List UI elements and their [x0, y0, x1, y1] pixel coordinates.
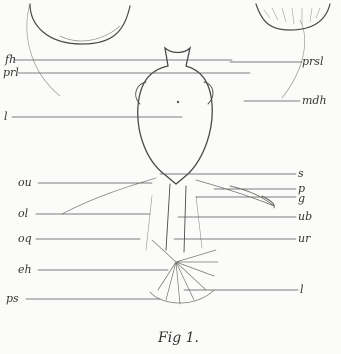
label-g: g — [298, 192, 305, 205]
label-fh: fh — [4, 53, 16, 66]
label-l-upper: l — [4, 110, 8, 123]
label-prl: prl — [3, 66, 19, 79]
label-ub: ub — [298, 210, 312, 223]
tail-inner-right — [196, 196, 202, 248]
label-ou: ou — [18, 176, 32, 189]
left-head-lobe — [30, 4, 130, 44]
label-mdh: mdh — [302, 94, 327, 107]
tail-fan-rim — [150, 290, 214, 303]
label-ps: ps — [6, 292, 19, 305]
central-dot — [177, 101, 179, 103]
left-head-lobe-inner — [60, 26, 120, 41]
tail-fan — [152, 240, 218, 304]
tail-stalk — [166, 184, 186, 252]
central-body — [138, 48, 213, 184]
label-ur: ur — [298, 232, 311, 245]
left-shoulder — [136, 82, 146, 104]
right-lobe-shading — [264, 8, 320, 24]
leader-lines — [12, 60, 302, 299]
tail-inner-left — [146, 196, 152, 250]
label-eh: eh — [18, 263, 32, 276]
label-l-lower: l — [300, 283, 304, 296]
label-ol: ol — [18, 207, 29, 220]
label-prsl: prsl — [302, 55, 324, 68]
label-oq: oq — [18, 232, 32, 245]
right-appendage — [196, 180, 274, 206]
label-s: s — [298, 167, 304, 180]
left-head-lobe-outer — [27, 4, 60, 96]
figure-caption: Fig 1. — [157, 330, 199, 346]
